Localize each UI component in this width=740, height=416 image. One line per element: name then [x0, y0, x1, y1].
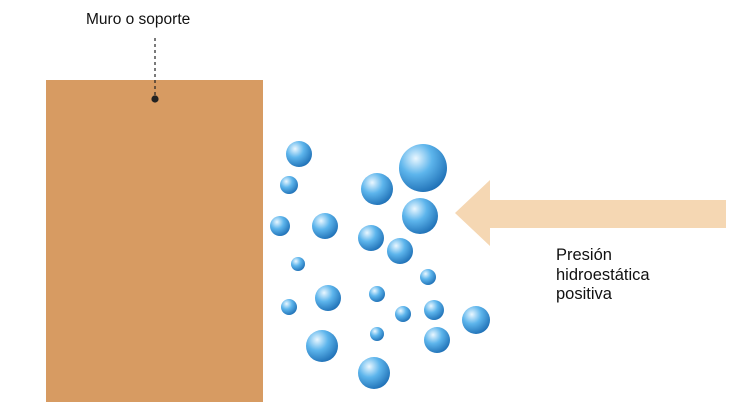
bubble-icon [315, 285, 341, 311]
pressure-label-line-2: hidroestática [556, 265, 650, 284]
bubble-icon [395, 306, 411, 322]
bubble-icon [358, 357, 390, 389]
wall-leader-dot [151, 95, 159, 103]
bubble-icon [462, 306, 490, 334]
water-bubbles [270, 141, 490, 389]
bubble-icon [270, 216, 290, 236]
wall-block [46, 80, 263, 402]
bubble-icon [306, 330, 338, 362]
pressure-label-line-1: Presión [556, 246, 612, 264]
bubble-icon [424, 300, 444, 320]
bubble-icon [402, 198, 438, 234]
bubble-icon [280, 176, 298, 194]
bubble-icon [312, 213, 338, 239]
bubble-icon [399, 144, 447, 192]
pressure-label: Presión hidroestática positiva [556, 246, 650, 305]
bubble-icon [370, 327, 384, 341]
pressure-label-line-3: positiva [556, 285, 612, 303]
bubble-icon [361, 173, 393, 205]
bubble-icon [387, 238, 413, 264]
bubble-icon [369, 286, 385, 302]
bubble-icon [358, 225, 384, 251]
bubble-icon [420, 269, 436, 285]
pressure-arrow-icon [455, 180, 726, 246]
bubble-icon [286, 141, 312, 167]
bubble-icon [291, 257, 305, 271]
bubble-icon [281, 299, 297, 315]
wall-label: Muro o soporte [86, 11, 191, 28]
bubble-icon [424, 327, 450, 353]
